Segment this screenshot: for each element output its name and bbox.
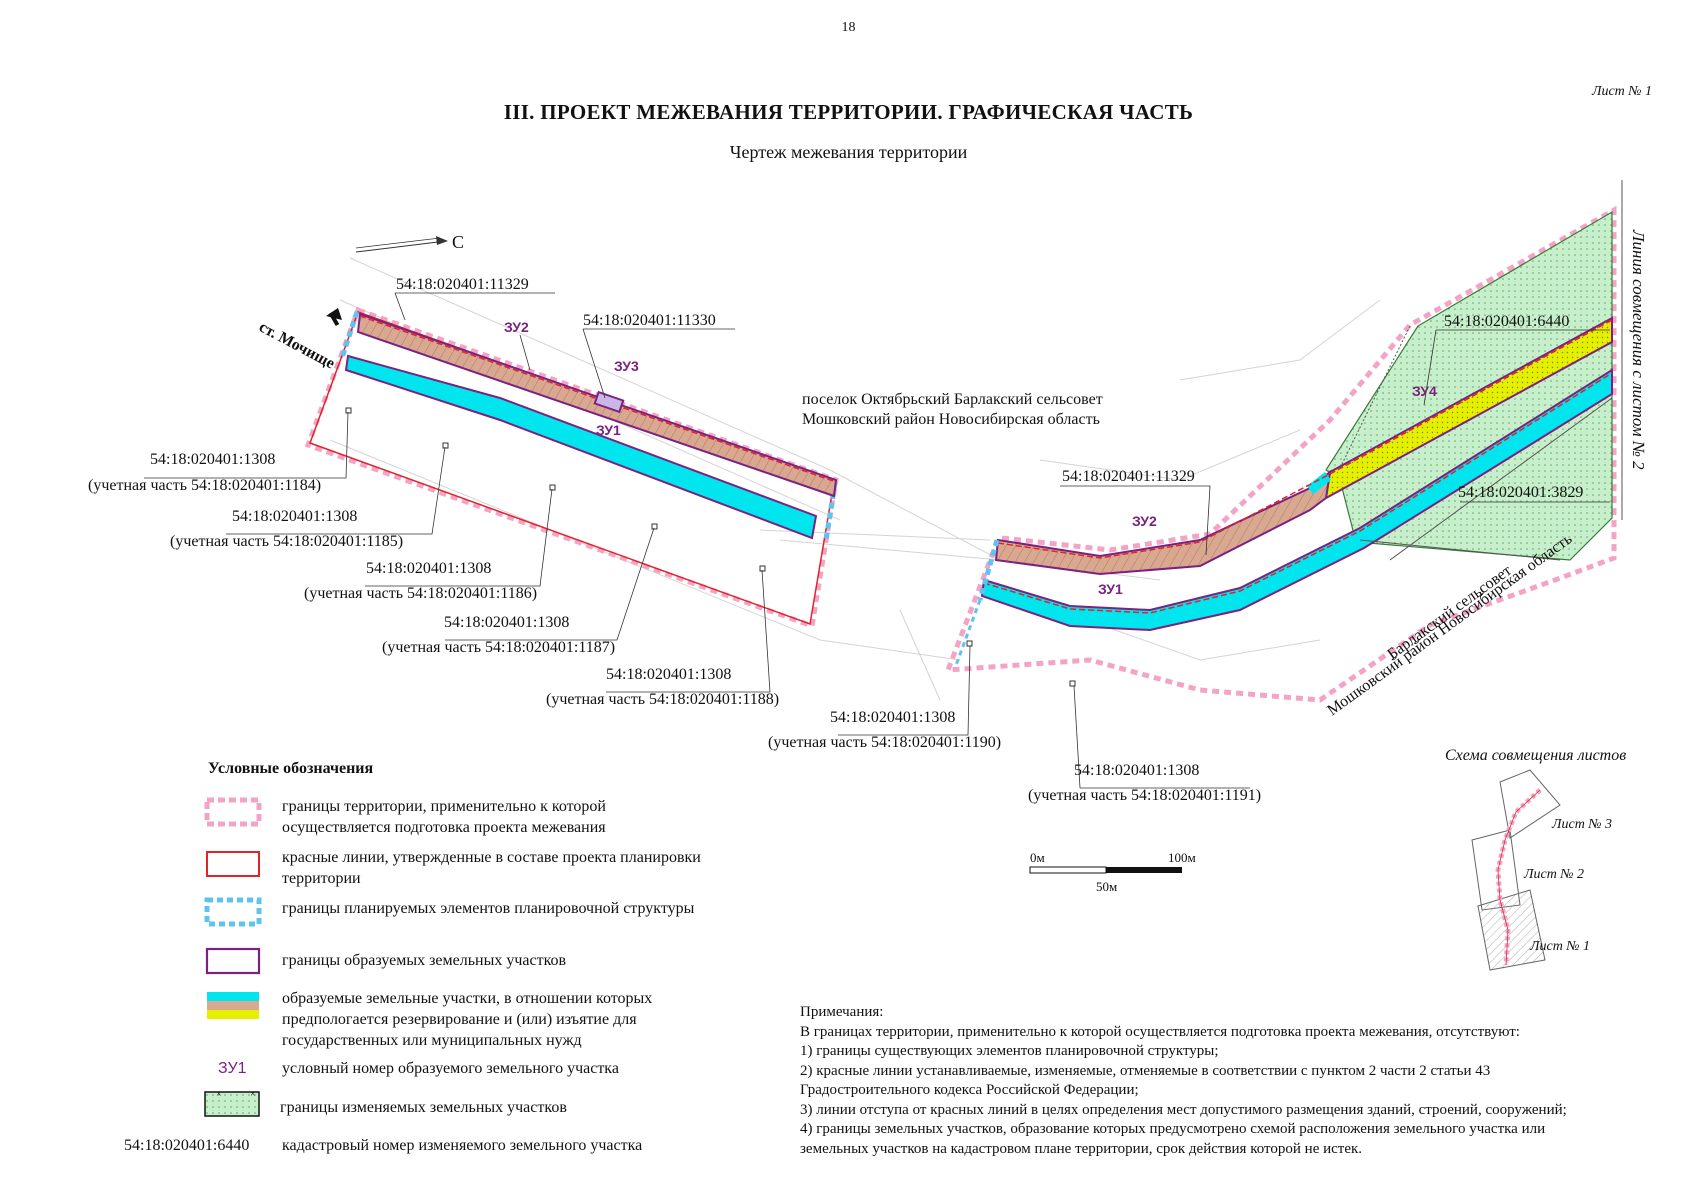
cadastral-11330: 54:18:020401:11330 xyxy=(583,312,716,329)
planning-boundary-left xyxy=(339,311,360,359)
cadastral-6440: 54:18:020401:6440 xyxy=(1444,313,1569,330)
legend-item-zu-number: условный номер образуемого земельного уч… xyxy=(282,1060,619,1077)
cadastral-11329-left: 54:18:020401:11329 xyxy=(396,276,529,293)
plot-label-zu1-right: ЗУ1 xyxy=(1098,581,1123,597)
cadastral-part-1190: (учетная часть 54:18:020401:1190) xyxy=(768,734,1001,751)
cadastral-1308-1188: 54:18:020401:1308 xyxy=(606,666,731,683)
scale-end: 100м xyxy=(1168,850,1196,865)
cadastral-1308-1191: 54:18:020401:1308 xyxy=(1074,762,1199,779)
notes-line: 4) границы земельных участков, образован… xyxy=(800,1121,1546,1137)
legend-item-red-lines: красные линии, утвержденные в составе пр… xyxy=(282,849,701,887)
legend-item-parcels: границы образуемых земельных участков xyxy=(282,952,567,969)
red-line-right xyxy=(983,319,1613,614)
plot-label-zu3: ЗУ3 xyxy=(614,358,639,374)
cadastral-part-1187: (учетная часть 54:18:020401:1187) xyxy=(382,639,615,656)
parcel-markers-right xyxy=(966,640,1076,687)
plot-zu1-left xyxy=(344,354,818,540)
legend-item-changed: границы изменяемых земельных участков xyxy=(280,1099,567,1116)
plot-zu3 xyxy=(593,390,625,414)
plot-zu1-right xyxy=(980,368,1613,632)
notes-line: В границах территории, применительно к к… xyxy=(800,1023,1520,1040)
district-label-line2: Мошковский район Новосибирская область xyxy=(1324,530,1575,719)
cadastral-1308-1190: 54:18:020401:1308 xyxy=(830,709,955,726)
legend-zu-symbol: ЗУ1 xyxy=(218,1060,247,1077)
background-topography xyxy=(329,257,1381,701)
cadastral-11329-right: 54:18:020401:11329 xyxy=(1062,468,1195,485)
page-title: III. ПРОЕКТ МЕЖЕВАНИЯ ТЕРРИТОРИИ. ГРАФИЧ… xyxy=(503,100,1194,124)
cadastral-1308-1187: 54:18:020401:1308 xyxy=(444,614,569,631)
notes-heading: Примечания: xyxy=(800,1004,884,1020)
scale-zero: 0м xyxy=(1030,850,1045,865)
station-label: ст. Мочище xyxy=(256,319,337,373)
sheet-join-label: Линия совмещения с листом № 2 xyxy=(1629,229,1648,470)
plot-label-zu4: ЗУ4 xyxy=(1412,383,1437,399)
scheme-sheet1: Лист № 1 xyxy=(1529,939,1590,954)
plot-label-zu2-right: ЗУ2 xyxy=(1132,513,1157,529)
legend-title: Условные обозначения xyxy=(208,760,374,777)
changed-plot-green xyxy=(1325,210,1613,561)
notes-block: Примечания: В границах территории, приме… xyxy=(800,1003,1660,1159)
scheme-sheet2: Лист № 2 xyxy=(1523,867,1584,882)
legend-item-reserved: образуемые земельные участки, в отношени… xyxy=(282,990,653,1049)
north-arrow xyxy=(355,236,448,253)
notes-line: Градостроительного кодекса Российской Фе… xyxy=(800,1082,1139,1098)
svg-text:×: × xyxy=(216,1089,222,1100)
legend-cadastral-symbol: 54:18:020401:6440 xyxy=(124,1137,249,1154)
territory-boundary-right xyxy=(944,205,1617,703)
svg-text:×: × xyxy=(250,1089,256,1100)
cadastral-part-1185: (учетная часть 54:18:020401:1185) xyxy=(170,533,403,550)
parcel-markers-left xyxy=(345,407,766,572)
notes-line: земельных участков на кадастровом плане … xyxy=(800,1140,1363,1157)
notes-line: 1) границы существующих элементов планир… xyxy=(800,1043,1219,1059)
plot-zu2-right xyxy=(994,469,1332,576)
cadastral-1308-1186: 54:18:020401:1308 xyxy=(366,560,491,577)
legend-item-territory: границы территории, применительно к кото… xyxy=(282,798,606,836)
sheet-scheme xyxy=(1471,769,1561,971)
page-subtitle: Чертеж межевания территории xyxy=(729,142,968,162)
notes-line: 2) красные линии устанавливаемые, изменя… xyxy=(800,1062,1491,1079)
scheme-sheet3: Лист № 3 xyxy=(1551,817,1612,832)
leader-lines-left xyxy=(144,292,771,693)
cadastral-part-1184: (учетная часть 54:18:020401:1184) xyxy=(88,477,321,494)
settlement-label-line2: Мошковский район Новосибирская область xyxy=(802,411,1100,428)
cadastral-part-1188: (учетная часть 54:18:020401:1188) xyxy=(546,691,779,708)
north-label: С xyxy=(452,232,464,252)
cadastral-part-1191: (учетная часть 54:18:020401:1191) xyxy=(1028,787,1261,804)
cadastral-1308-1185: 54:18:020401:1308 xyxy=(232,508,357,525)
sheet-label: Лист № 1 xyxy=(1591,84,1652,99)
settlement-label-line1: поселок Октябрьский Барлакский сельсовет xyxy=(802,391,1103,408)
scale-bar xyxy=(1029,866,1182,874)
cadastral-part-1186: (учетная часть 54:18:020401:1186) xyxy=(304,585,537,602)
scale-mid: 50м xyxy=(1096,879,1117,894)
territory-boundary-left xyxy=(304,306,839,630)
legend-item-cadastral: кадастровый номер изменяемого земельного… xyxy=(282,1137,643,1154)
plot-label-zu1-left: ЗУ1 xyxy=(596,422,621,438)
legend-item-planning: границы планируемых элементов планировоч… xyxy=(282,900,695,917)
planning-boundary-right xyxy=(977,539,1000,601)
notes-line: 3) линии отступа от красных линий в целя… xyxy=(800,1101,1567,1118)
legend-symbols: × × xyxy=(204,797,262,1117)
cadastral-3829: 54:18:020401:3829 xyxy=(1458,484,1583,501)
cadastral-1308-1184: 54:18:020401:1308 xyxy=(150,451,275,468)
scheme-title: Схема совмещения листов xyxy=(1445,747,1627,764)
leader-lines-right xyxy=(838,329,1610,789)
plot-label-zu2-left: ЗУ2 xyxy=(504,319,529,335)
page-number: 18 xyxy=(841,20,856,35)
station-arrow-icon xyxy=(326,308,342,320)
